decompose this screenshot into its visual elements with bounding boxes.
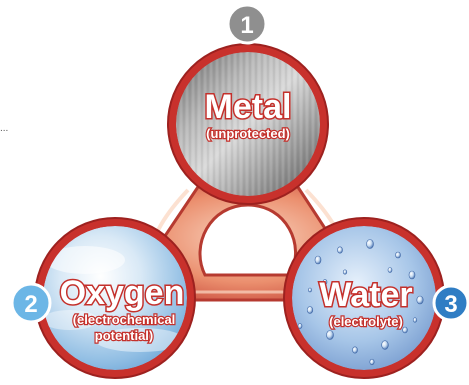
node-metal: Metal (unprotected)	[168, 44, 330, 208]
node-water: Water (electrolyte)	[284, 218, 444, 378]
oxygen-subtitle-line-2: potential)	[95, 328, 154, 343]
node-oxygen: Oxygen (electrochemical potential)	[35, 218, 195, 378]
metal-title: Metal	[205, 88, 292, 126]
badge-1-number: 1	[240, 12, 253, 39]
ellipsis-text: ...	[0, 123, 8, 134]
badge-3-number: 3	[444, 291, 457, 318]
badge-2: 2	[12, 284, 50, 322]
oxygen-subtitle-line-1: (electrochemical	[73, 312, 176, 327]
oxygen-title: Oxygen	[60, 274, 185, 312]
badge-2-number: 2	[24, 291, 37, 318]
metal-subtitle: (unprotected)	[206, 126, 290, 141]
water-title: Water	[319, 276, 412, 314]
badge-3: 3	[434, 286, 468, 320]
water-subtitle: (electrolyte)	[329, 314, 403, 329]
badge-1: 1	[228, 5, 266, 43]
